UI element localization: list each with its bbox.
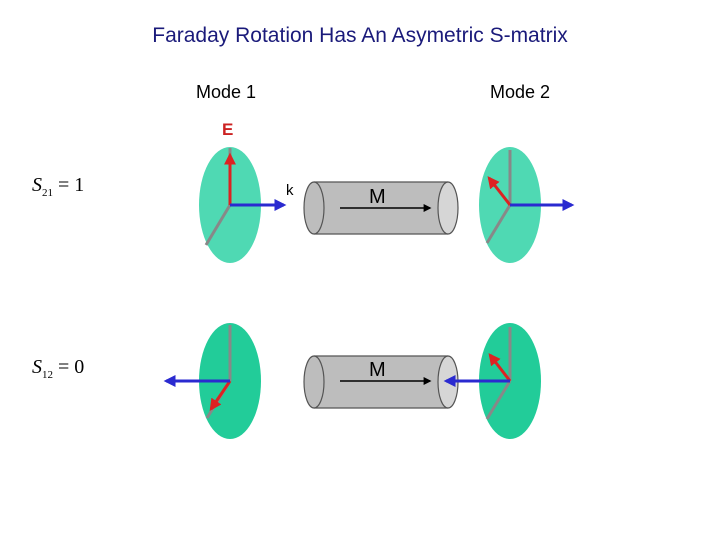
axis-diagonal	[204, 204, 232, 246]
disk-mode2-bottom	[443, 323, 541, 439]
mode-2-label: Mode 2	[490, 82, 551, 102]
s12-equation: S12 = 0	[32, 356, 84, 381]
magnet-cylinder-bottom	[303, 355, 459, 409]
s21-equation: S21 = 1	[32, 174, 84, 199]
magnet-label-top: M	[369, 186, 386, 208]
axis-diagonal	[485, 380, 512, 420]
magnet-label-bottom: M	[369, 359, 386, 381]
s12-value: = 0	[53, 356, 85, 378]
s21-value: = 1	[53, 174, 85, 196]
s12-symbol: S	[32, 356, 42, 378]
disk-mode1-top	[199, 147, 287, 263]
magnet-cylinder-top	[303, 181, 459, 235]
disk-mode1-bottom	[163, 323, 261, 439]
e-field-label: E	[222, 120, 234, 139]
e-field-arrow	[209, 380, 232, 411]
mode-1-label: Mode 1	[196, 82, 257, 102]
e-field-arrow	[488, 353, 512, 382]
axis-diagonal	[485, 204, 512, 244]
page-title: Faraday Rotation Has An Asymetric S-matr…	[152, 24, 568, 47]
s21-subscript: 21	[42, 187, 53, 199]
e-field-arrow	[487, 176, 512, 206]
disk-mode2-top	[479, 147, 575, 263]
s21-symbol: S	[32, 174, 42, 196]
k-vector-label: k	[286, 182, 294, 199]
s12-subscript: 12	[42, 369, 53, 381]
